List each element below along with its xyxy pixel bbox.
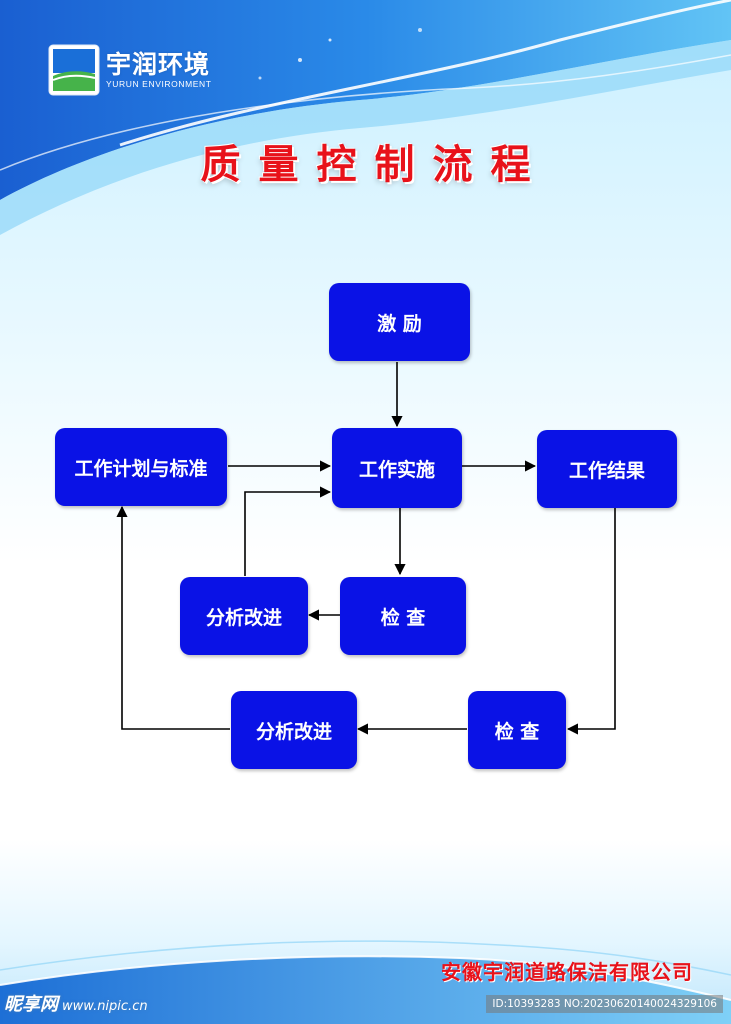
arrow-analyze-to-plan	[116, 505, 230, 730]
company-logo: 宇润环境 YURUN ENVIRONMENT	[48, 44, 212, 96]
company-name: 安徽宇润道路保洁有限公司	[441, 960, 693, 984]
node-analyze-inner: 分析改进	[180, 577, 308, 655]
node-check-outer: 检 查	[468, 691, 566, 769]
watermark-site-name: 昵享网	[4, 994, 58, 1015]
logo-chinese-name: 宇润环境	[106, 49, 211, 79]
node-implement: 工作实施	[332, 428, 462, 508]
node-plan: 工作计划与标准	[55, 428, 227, 506]
arrow-result-to-check	[566, 508, 616, 735]
node-motivate: 激 励	[329, 283, 470, 361]
node-check-inner: 检 查	[340, 577, 466, 655]
watermark-url: www.nipic.cn	[62, 999, 148, 1014]
logo-english-name: YURUN ENVIRONMENT	[106, 78, 212, 89]
arrow-analyze-to-implement	[244, 486, 332, 576]
watermark-site: 昵享网 www.nipic.cn	[4, 990, 148, 1016]
node-analyze-outer: 分析改进	[231, 691, 357, 769]
page-title: 质量控制流程	[200, 142, 549, 188]
logo-emblem-icon	[48, 44, 100, 96]
watermark-id: ID:10393283 NO:20230620140024329106	[486, 995, 723, 1013]
node-result: 工作结果	[537, 430, 677, 508]
